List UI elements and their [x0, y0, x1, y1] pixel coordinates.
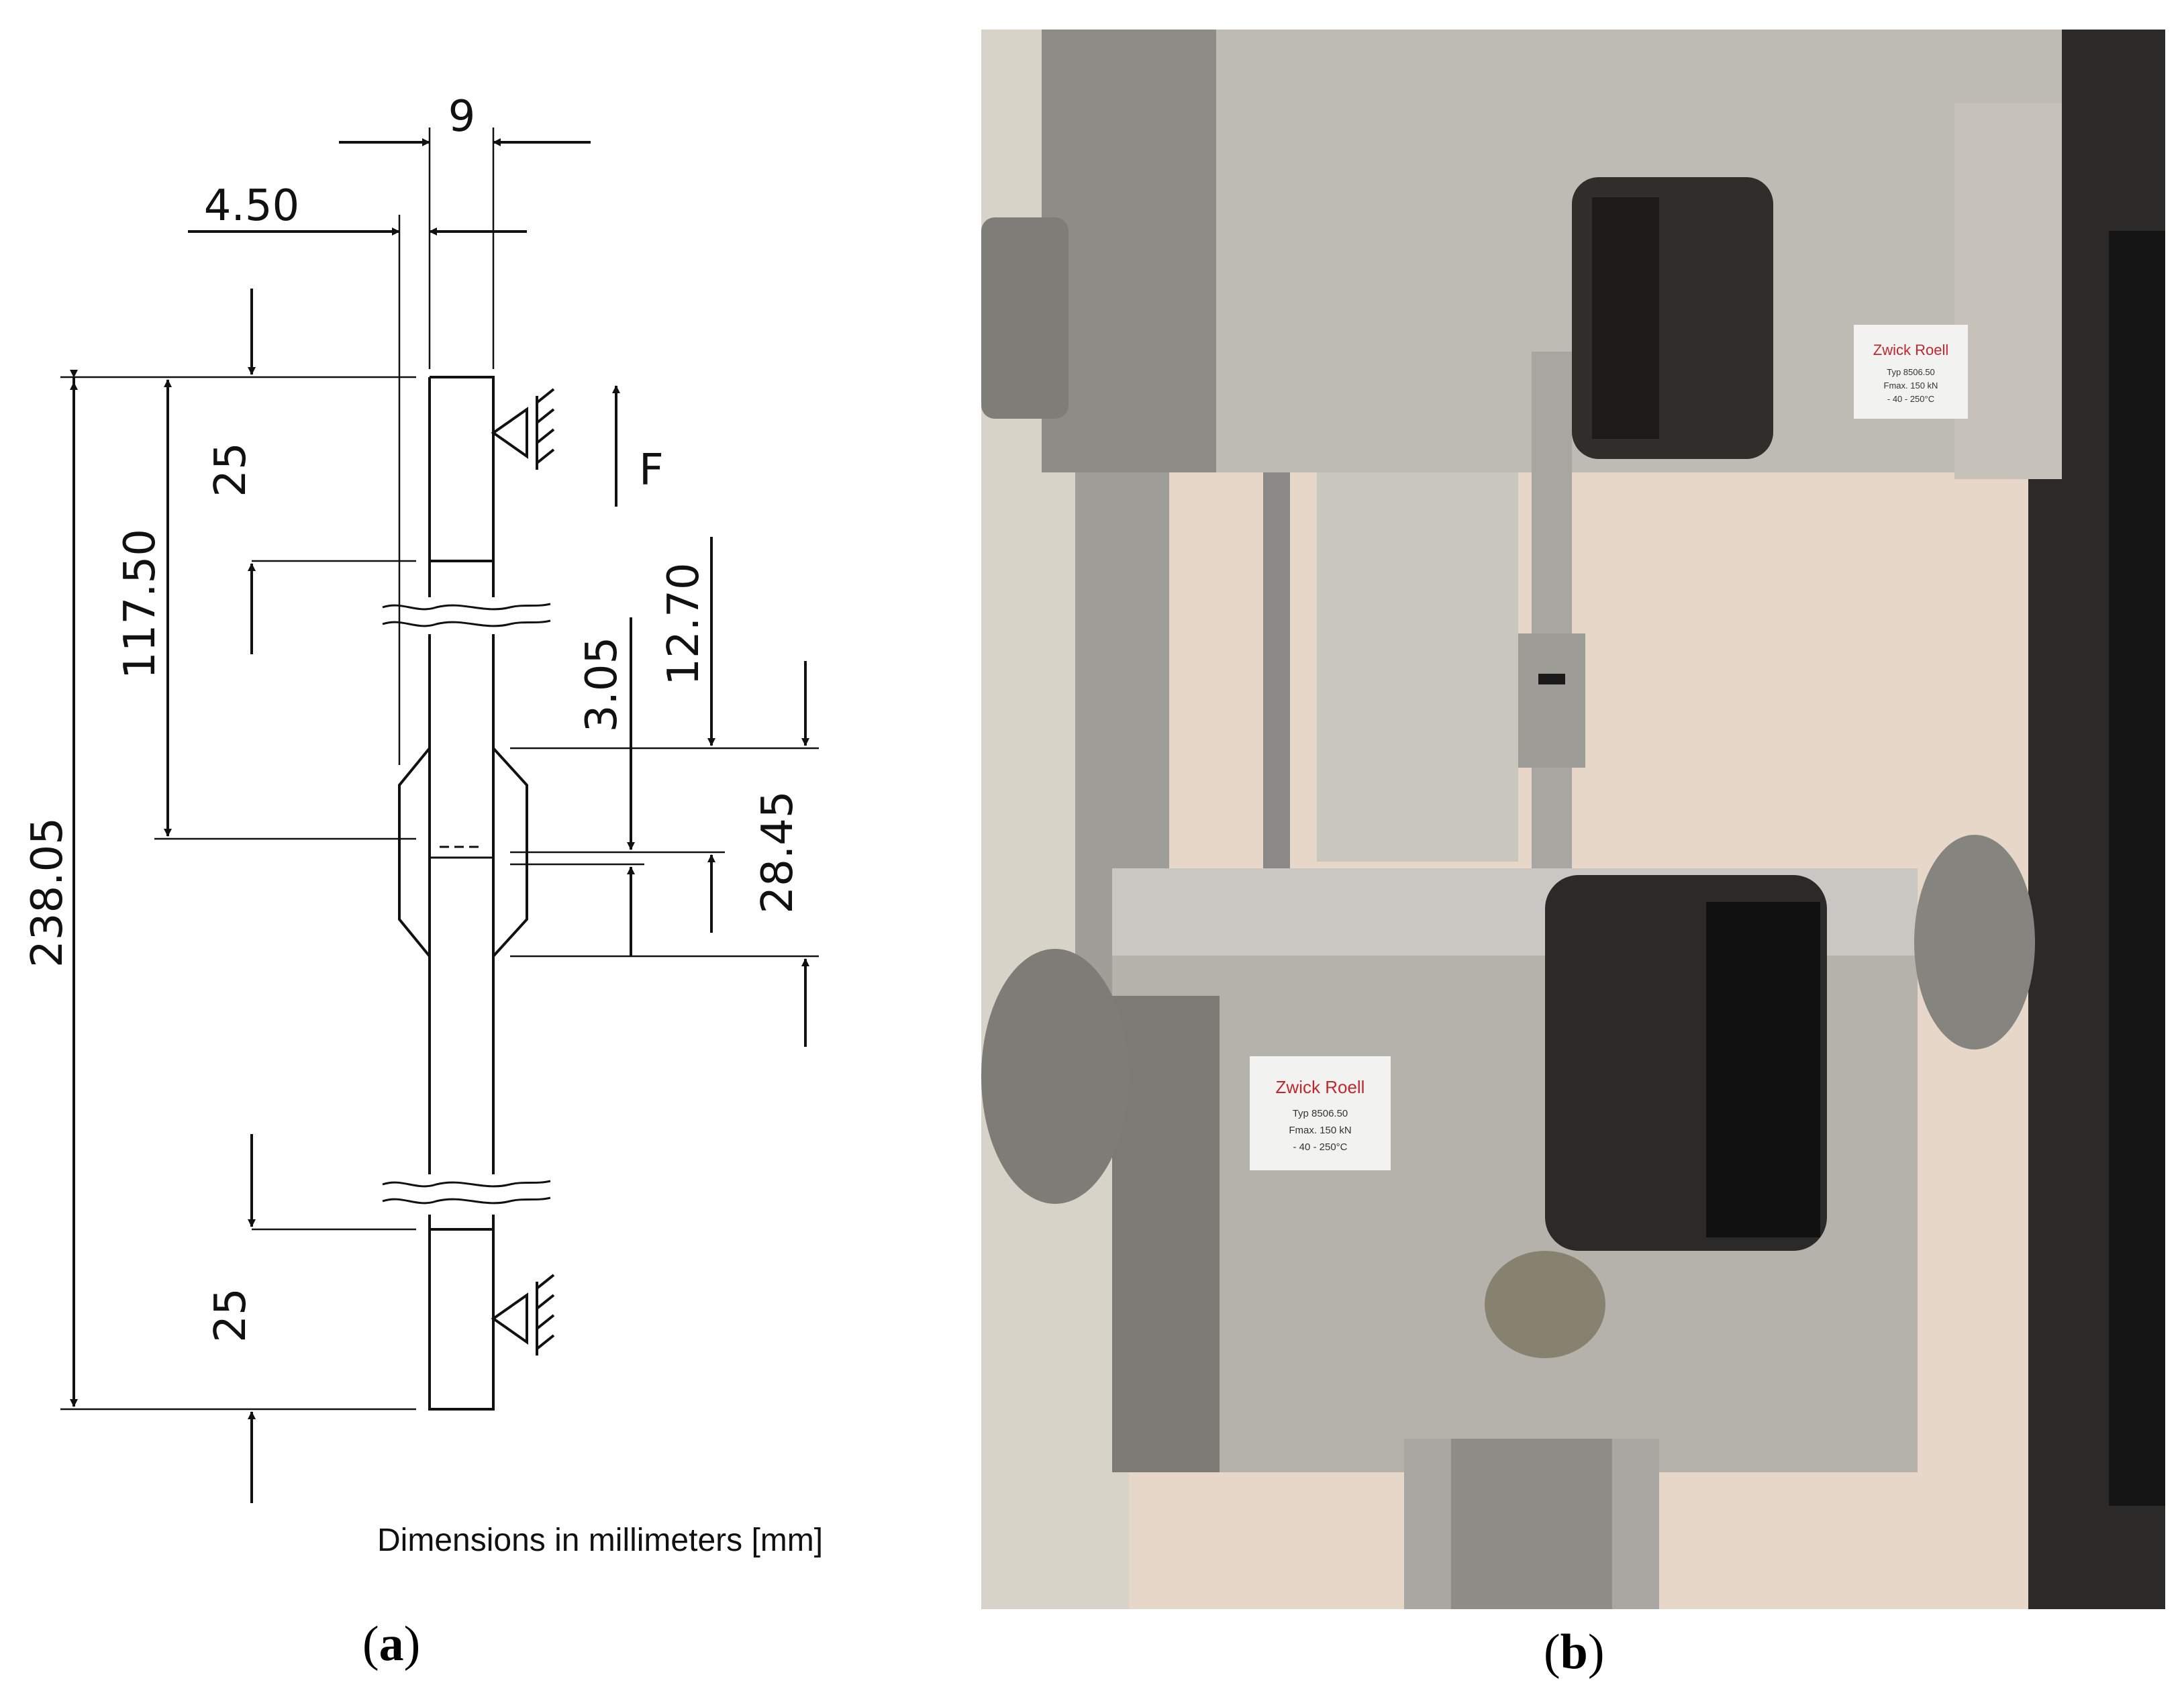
units-note: Dimensions in millimeters [mm] [377, 1523, 824, 1558]
plate-lower-line3: - 40 - 250°C [1293, 1141, 1347, 1153]
dim-half-gauge: 12.70 [659, 562, 709, 685]
plate-lower-line2: Fmax. 150 kN [1289, 1125, 1351, 1136]
caption-b: (b) [1544, 1625, 1605, 1680]
dim-to-center: 117.50 [115, 529, 165, 679]
test-machine-photo: Zwick Roell Typ 8506.50 Fmax. 150 kN - 4… [981, 30, 2165, 1609]
dim-grip-bottom: 25 [206, 1288, 256, 1342]
plate-lower-line1: Typ 8506.50 [1293, 1108, 1348, 1119]
dim-half-width: 4.50 [204, 181, 300, 231]
dim-gauge-length: 28.45 [753, 790, 803, 913]
dim-notch: 3.05 [577, 637, 627, 733]
dim-grip-top: 25 [206, 442, 256, 497]
dim-total-length: 238.05 [23, 817, 72, 968]
plate-upper-line1: Typ 8506.50 [1887, 367, 1935, 377]
specimen-outline-top [430, 376, 495, 597]
plate-upper-line3: - 40 - 250°C [1887, 394, 1934, 404]
plate-upper-line2: Fmax. 150 kN [1884, 380, 1938, 391]
caption-a: (a) [362, 1617, 421, 1672]
plate-brand-lower: Zwick Roell [1276, 1077, 1365, 1097]
force-label: F [639, 446, 664, 495]
plate-brand-upper: Zwick Roell [1873, 342, 1948, 358]
specimen-drawing: 9 4.50 25 117.50 238.05 3.05 12.70 28.45… [23, 92, 819, 1503]
dim-width-top: 9 [448, 92, 476, 142]
